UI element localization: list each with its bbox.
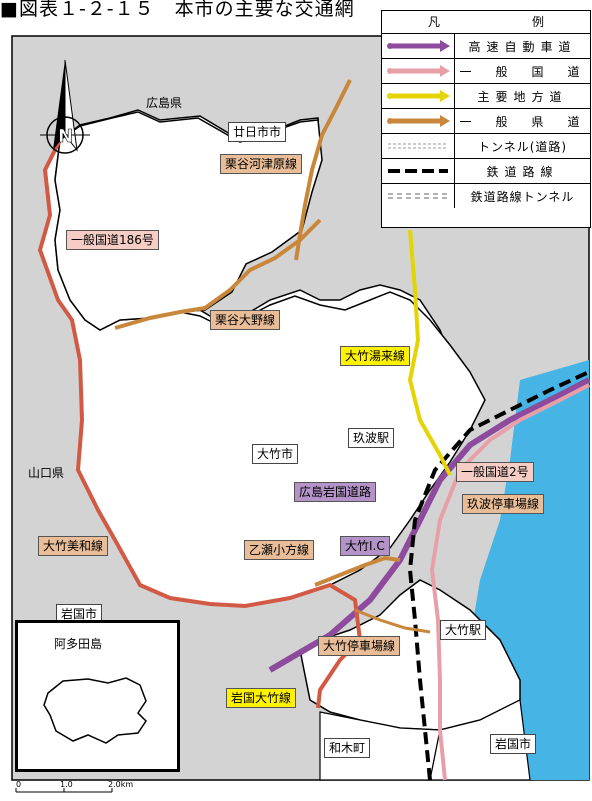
main-road-otake-yuki <box>407 229 452 476</box>
railway-line <box>407 370 590 781</box>
legend: 凡 例 高速自動車道 一 般 国 道 主要地方道 一 般 県 道 トンネル(道路… <box>381 10 591 228</box>
label-hatsukaichi: 廿日市市 <box>228 122 287 142</box>
legend-row-rail-tunnel: 鉄道路線トンネル <box>382 184 590 208</box>
legend-symbol-main-road <box>382 84 455 108</box>
legend-symbol-national <box>382 59 455 83</box>
legend-label-railway: 鉄道路線 <box>486 164 559 179</box>
legend-symbol-railway <box>382 159 455 183</box>
label-national-2: 一般国道2号 <box>456 462 534 482</box>
legend-label-main-road: 主要地方道 <box>477 89 568 104</box>
label-hiroshima-iwakuni-road: 広島岩国道路 <box>294 482 377 502</box>
page-title: ■図表１-２-１５ 本市の主要な交通網 <box>0 0 355 20</box>
label-waki-town: 和木町 <box>324 738 371 758</box>
label-national-186: 一般国道186号 <box>66 230 159 250</box>
legend-row-main-road: 主要地方道 <box>382 84 590 109</box>
legend-row-expressway: 高速自動車道 <box>382 34 590 59</box>
label-iwakuni-city-right: 岩国市 <box>490 734 537 754</box>
svg-text:N: N <box>58 126 73 147</box>
legend-label-rail-tunnel: 鉄道路線トンネル <box>470 189 575 204</box>
national-road-186 <box>37 139 363 709</box>
label-otake-yuki: 大竹湯来線 <box>340 346 411 366</box>
scale-label-2: 2.0km <box>108 780 134 789</box>
label-otake-ic: 大竹I.C <box>340 536 390 556</box>
legend-label-pref-road: 一 般 県 道 <box>459 114 586 129</box>
scale-label-1: 1.0 <box>60 780 73 789</box>
legend-symbol-road-tunnel <box>382 134 455 158</box>
legend-symbol-expressway <box>382 34 455 58</box>
label-otake-station-line: 大竹停車場線 <box>318 636 401 656</box>
scale-label-0: 0 <box>16 780 22 789</box>
legend-header-left: 凡 <box>427 15 440 29</box>
legend-row-railway: 鉄道路線 <box>382 159 590 184</box>
label-otake-station: 大竹駅 <box>440 620 487 640</box>
inset-island <box>43 677 147 744</box>
pref-road-kuritani-ono <box>114 218 322 330</box>
label-otake-city: 大竹市 <box>252 444 299 464</box>
label-otose-ogata: 乙瀬小方線 <box>244 540 315 560</box>
legend-symbol-rail-tunnel <box>382 184 455 208</box>
label-yamaguchi-pref: 山口県 <box>28 466 65 480</box>
legend-label-national: 一 般 国 道 <box>459 64 586 79</box>
label-kuba-station: 玖波駅 <box>348 428 395 448</box>
label-kuba-station-line: 玖波停車場線 <box>462 494 545 514</box>
north-arrow-icon: N <box>40 59 90 154</box>
label-iwakuni-otake: 岩国大竹線 <box>226 688 297 708</box>
legend-label-road-tunnel: トンネル(道路) <box>477 139 568 154</box>
label-kuritani-ono: 栗谷大野線 <box>210 310 281 330</box>
pref-road-otake-station <box>354 608 431 634</box>
label-otake-miwa: 大竹美和線 <box>38 536 109 556</box>
inset-map: 阿多田島 <box>15 620 180 772</box>
pref-road-kuritani-kozuhara <box>294 79 352 261</box>
legend-row-pref-road: 一 般 県 道 <box>382 109 590 134</box>
expressway-line <box>268 377 591 673</box>
national-road-2 <box>429 383 590 781</box>
legend-label-expressway: 高速自動車道 <box>468 39 577 54</box>
pref-road-otose-ogata <box>314 555 401 587</box>
legend-symbol-pref-road <box>382 109 455 133</box>
legend-header-right: 例 <box>531 15 544 29</box>
legend-row-national: 一 般 国 道 <box>382 59 590 84</box>
inset-label: 阿多田島 <box>54 637 103 651</box>
label-hiroshima-pref: 広島県 <box>146 96 183 110</box>
label-kuritani-kozuhara: 栗谷河津原線 <box>220 154 303 174</box>
legend-header: 凡 例 <box>382 11 590 34</box>
legend-row-road-tunnel: トンネル(道路) <box>382 134 590 159</box>
